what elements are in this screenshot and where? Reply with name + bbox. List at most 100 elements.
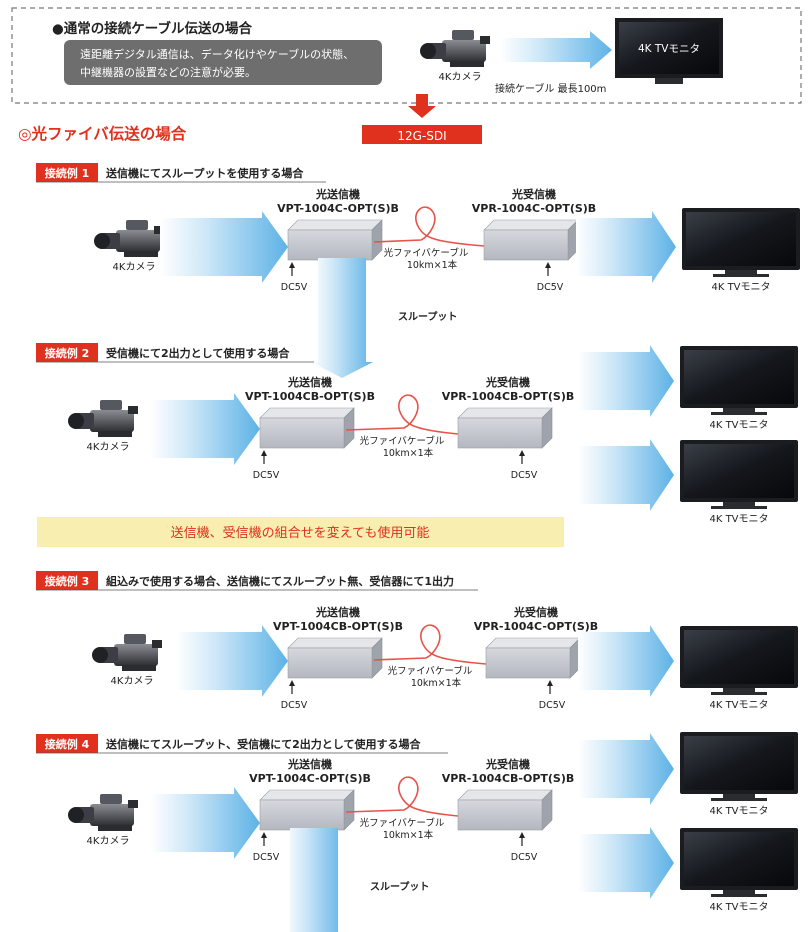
dc-power-indicator: DC5V: [253, 450, 280, 481]
arrow-shape: [578, 345, 674, 417]
camera-icon: 4Kカメラ: [420, 30, 490, 83]
camera-body: [116, 230, 160, 252]
camera-label: 4Kカメラ: [87, 835, 130, 847]
tx-model: VPT-1004CB-OPT(S)B: [245, 390, 375, 403]
camera-handle: [126, 220, 148, 230]
monitor-screen: [684, 444, 794, 498]
camera-label: 4Kカメラ: [439, 71, 482, 83]
optical-receiver: [457, 789, 553, 831]
unit-top: [485, 637, 581, 649]
optical-transmitter: [259, 789, 355, 831]
monitor-screen: [684, 832, 794, 886]
camera-body: [90, 410, 134, 432]
camera-label: 4Kカメラ: [87, 441, 130, 453]
monitor-foot: [711, 894, 767, 897]
rx-title: 光受信機: [485, 375, 530, 389]
monitor-label: 4K TVモニタ: [709, 699, 768, 711]
camera-handle: [452, 30, 474, 40]
fiber-length: 10km×1本: [411, 677, 462, 689]
example-tag-bg: [36, 163, 98, 182]
camera-base: [450, 61, 484, 67]
fiber-line: [373, 624, 487, 665]
example-tag-bg: [36, 734, 98, 753]
monitor-stand: [725, 270, 757, 275]
example-tag: 接続例 3: [45, 574, 89, 588]
camera-icon: 4Kカメラ: [68, 400, 138, 453]
tv-monitor-icon: 4K TVモニタ: [682, 208, 800, 293]
rx-title: 光受信機: [513, 605, 558, 619]
arrow-shape: [576, 211, 676, 283]
tv-monitor-icon: 4K TVモニタ: [680, 346, 798, 431]
fiber-length: 10km×1本: [383, 447, 434, 459]
camera-handle: [100, 794, 122, 804]
unit-top: [287, 637, 383, 649]
throughput-label: スループット: [398, 310, 457, 323]
example-desc: 受信機にて2出力として使用する場合: [106, 346, 290, 360]
tx-title: 光送信機: [287, 757, 332, 771]
down-arrow: 12G-SDI: [362, 94, 482, 144]
camera-icon: 4Kカメラ: [92, 634, 162, 687]
dc-arrow-head: [289, 262, 295, 268]
dc-label: DC5V: [281, 700, 308, 711]
monitor-foot: [713, 274, 769, 277]
camera-handle: [124, 634, 146, 644]
fiber-length: 10km×1本: [407, 259, 458, 271]
output-signal-arrow: [576, 211, 676, 283]
throughput-label: スループット: [370, 880, 429, 893]
camera-viewfinder: [152, 640, 162, 648]
example-tag: 接続例 2: [45, 346, 89, 360]
normal-signal-arrow: [500, 31, 612, 69]
tv-monitor-icon: 4K TVモニタ: [680, 732, 798, 817]
arrow-shape: [578, 439, 674, 511]
camera-base: [124, 251, 158, 257]
tx-model: VPT-1004C-OPT(S)B: [277, 202, 399, 215]
unit-front: [259, 799, 345, 831]
example-tag-bg: [36, 343, 98, 362]
camera-lens-front: [94, 233, 110, 249]
note-box: [64, 40, 382, 85]
monitor-stand: [723, 794, 755, 799]
camera-lens-front: [92, 647, 108, 663]
dc-label: DC5V: [537, 282, 564, 293]
down-label-bg: [362, 125, 482, 144]
monitor-stand: [723, 890, 755, 895]
monitor-foot: [711, 506, 767, 509]
fiber-length: 10km×1本: [383, 829, 434, 841]
fiber-cable: [345, 394, 459, 435]
tx-model: VPT-1004C-OPT(S)B: [249, 772, 371, 785]
fiber-cable: [373, 206, 485, 247]
dc-power-indicator: DC5V: [537, 262, 564, 293]
dc-power-indicator: DC5V: [253, 832, 280, 863]
camera-icon: 4Kカメラ: [94, 220, 164, 273]
output-signal-arrow: [578, 625, 674, 697]
monitor-screen: [684, 630, 794, 684]
unit-front: [287, 647, 373, 679]
camera-body: [90, 804, 134, 826]
example-tag-bg: [36, 571, 98, 590]
optical-receiver: [483, 219, 579, 261]
monitor-label: 4K TVモニタ: [709, 901, 768, 913]
rx-model: VPR-1004C-OPT(S)B: [472, 202, 596, 215]
unit-front: [259, 417, 345, 449]
fiber-cable: [345, 776, 459, 817]
camera-lens-front: [420, 43, 436, 59]
dc-label: DC5V: [253, 852, 280, 863]
fiber-label: 光ファイバケーブル: [360, 435, 445, 447]
monitor-screen: [684, 736, 794, 790]
monitor-foot: [711, 412, 767, 415]
dc-arrow-head: [545, 262, 551, 268]
arrow-shape: [283, 828, 345, 932]
dc-label: DC5V: [253, 470, 280, 481]
normal-transmission-panel: ●通常の接続ケーブル伝送の場合遠距離デジタル通信は、データ化けやケーブルの状態、…: [11, 7, 802, 104]
dashed-frame: [11, 7, 802, 104]
unit-front: [457, 417, 543, 449]
example-tag: 接続例 4: [45, 737, 90, 751]
tv-monitor-icon: 4K TVモニタ: [680, 440, 798, 525]
dc-power-indicator: DC5V: [511, 450, 538, 481]
tx-title: 光送信機: [315, 187, 360, 201]
dc-power-indicator: DC5V: [539, 680, 566, 711]
output-signal-arrow: [578, 439, 674, 511]
monitor-label: 4K TVモニタ: [709, 805, 768, 817]
